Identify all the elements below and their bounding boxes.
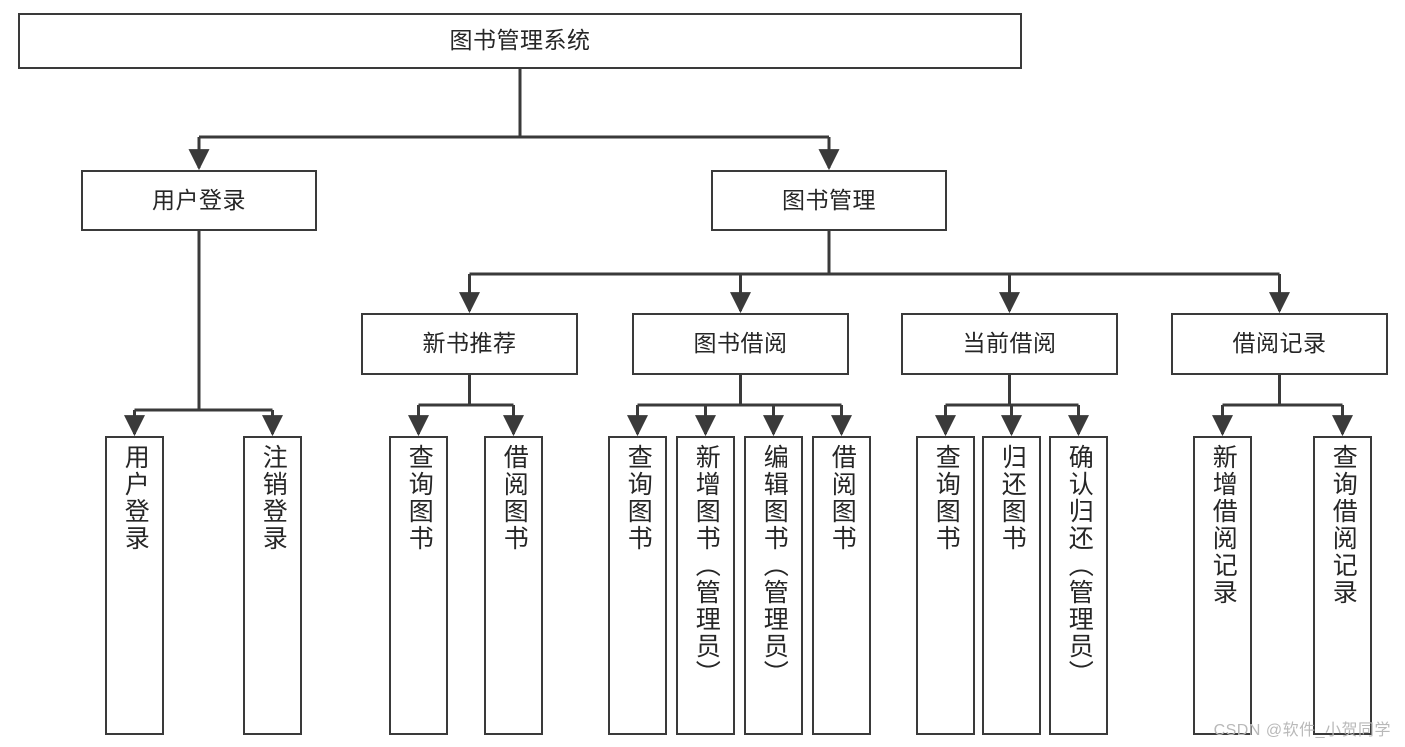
node-leaf-edit-book[interactable]: 编辑图书（管理员）: [744, 436, 803, 735]
node-label: 确认归还（管理员）: [1065, 444, 1094, 687]
node-label: 当前借阅: [962, 330, 1057, 357]
node-label: 图书管理: [782, 186, 876, 213]
node-borrow-record[interactable]: 借阅记录: [1171, 313, 1388, 375]
node-leaf-query-book-3[interactable]: 查询图书: [916, 436, 975, 735]
node-leaf-query-record[interactable]: 查询借阅记录: [1313, 436, 1372, 735]
node-label: 图书管理系统: [449, 27, 591, 54]
node-label: 新书推荐: [422, 330, 517, 357]
node-label: 用户登录: [121, 444, 150, 552]
node-leaf-borrow-book-2[interactable]: 借阅图书: [812, 436, 871, 735]
node-label: 新增借阅记录: [1209, 444, 1238, 606]
node-label: 用户登录: [152, 186, 246, 213]
node-label: 注销登录: [259, 444, 288, 552]
node-new-book-recommend[interactable]: 新书推荐: [361, 313, 578, 375]
node-leaf-confirm-return[interactable]: 确认归还（管理员）: [1049, 436, 1108, 735]
node-label: 借阅图书: [828, 444, 857, 552]
node-label: 查询图书: [405, 444, 434, 552]
node-book-manage[interactable]: 图书管理: [711, 170, 947, 231]
node-leaf-user-login[interactable]: 用户登录: [105, 436, 164, 735]
node-label: 归还图书: [998, 444, 1027, 552]
node-label: 查询借阅记录: [1329, 444, 1358, 606]
node-label: 查询图书: [624, 444, 653, 552]
node-label: 图书借阅: [693, 330, 788, 357]
node-leaf-query-book-2[interactable]: 查询图书: [608, 436, 667, 735]
node-leaf-add-record[interactable]: 新增借阅记录: [1193, 436, 1252, 735]
node-user-login[interactable]: 用户登录: [81, 170, 317, 231]
node-label: 借阅图书: [500, 444, 529, 552]
node-label: 新增图书（管理员）: [692, 444, 721, 687]
node-leaf-add-book[interactable]: 新增图书（管理员）: [676, 436, 735, 735]
node-label: 借阅记录: [1232, 330, 1327, 357]
node-leaf-logout[interactable]: 注销登录: [243, 436, 302, 735]
node-label: 编辑图书（管理员）: [760, 444, 789, 687]
node-book-borrow[interactable]: 图书借阅: [632, 313, 849, 375]
node-label: 查询图书: [932, 444, 961, 552]
node-leaf-return-book[interactable]: 归还图书: [982, 436, 1041, 735]
node-root[interactable]: 图书管理系统: [18, 13, 1022, 69]
node-leaf-query-book-1[interactable]: 查询图书: [389, 436, 448, 735]
node-leaf-borrow-book-1[interactable]: 借阅图书: [484, 436, 543, 735]
node-current-borrow[interactable]: 当前借阅: [901, 313, 1118, 375]
